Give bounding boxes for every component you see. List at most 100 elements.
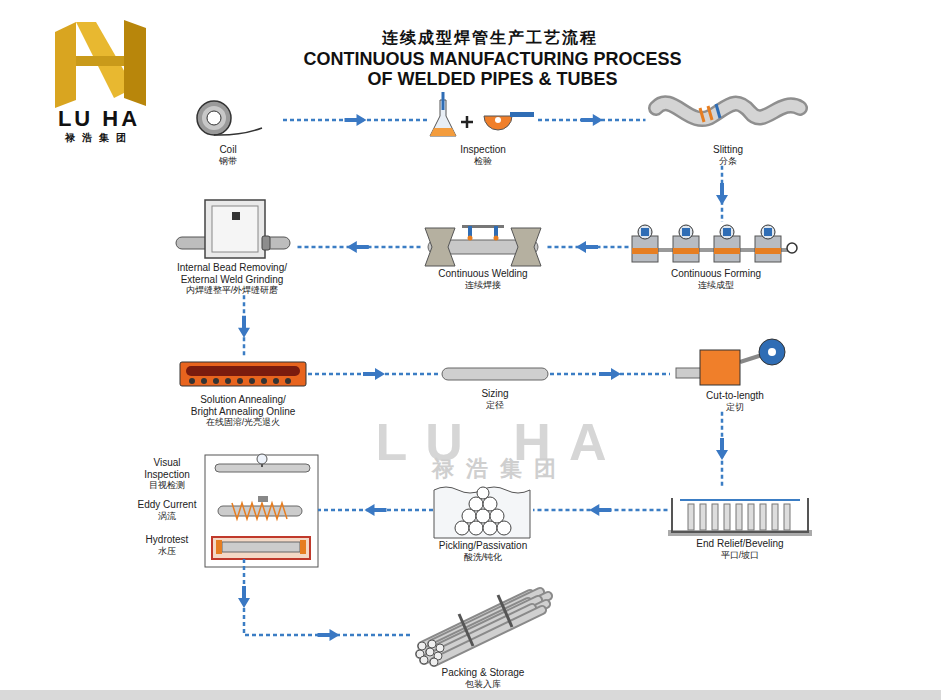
testing-panel	[222, 542, 300, 552]
annealing-furnace-icon	[225, 378, 231, 384]
logo-mark	[55, 22, 76, 108]
flow-connector	[546, 241, 629, 253]
testing-panel	[232, 503, 287, 519]
forming-icon	[714, 248, 740, 254]
coil-icon	[197, 101, 262, 135]
flow-connector	[283, 114, 428, 126]
slitting-icon	[656, 103, 800, 119]
forming-icon	[638, 225, 652, 239]
step-label: Hydrotest	[135, 534, 199, 546]
coil-icon	[202, 106, 226, 130]
bead-removing-icon	[205, 200, 265, 258]
end-relief-icon	[736, 504, 742, 530]
step-label: Internal Bead Removing/ External Weld Gr…	[172, 262, 292, 285]
inspection-icon	[495, 117, 501, 123]
cutting-icon	[740, 355, 762, 362]
logo-text: LU HA	[30, 108, 168, 130]
flow-connector	[538, 114, 646, 126]
process-step: End Relief/Beveling平口/坡口	[668, 486, 813, 560]
testing-panel	[258, 496, 268, 502]
flow-connector	[318, 504, 433, 516]
process-step: Packing & Storage包装入库	[413, 583, 553, 689]
flow-arrow	[238, 316, 250, 338]
tube-bundle-icon	[416, 592, 548, 666]
testing-panel	[205, 454, 318, 567]
step-label: Continuous Welding	[438, 268, 527, 280]
forming-icon	[632, 225, 797, 262]
forming-icon	[714, 236, 740, 262]
forming-icon	[632, 236, 658, 262]
inspection-icon	[484, 116, 512, 130]
step-label: Inspection	[460, 144, 506, 156]
dashed-line	[244, 559, 413, 635]
forming-icon	[755, 236, 781, 262]
welding-icon	[468, 236, 473, 241]
forming-icon	[761, 225, 775, 239]
step-label: Cut-to-length	[706, 390, 764, 402]
test-step: Eddy Current涡流	[135, 497, 318, 523]
tube-bundle-icon	[418, 642, 426, 650]
process-step: Coil钢带	[173, 96, 283, 166]
annealing-furnace-icon	[237, 378, 243, 384]
welding-icon	[425, 225, 541, 266]
step-label-zh: 在线固溶/光亮退火	[188, 417, 298, 427]
logo-mark	[55, 20, 146, 108]
forming-icon	[673, 236, 699, 262]
welding-icon	[494, 236, 499, 241]
end-relief-icon	[784, 504, 790, 530]
forming-icon	[682, 228, 690, 236]
annealing-furnace-icon	[180, 362, 306, 386]
diagram-title: CONTINUOUS MANUFACTURING PROCESS OF WELD…	[295, 49, 690, 89]
step-label: Coil	[219, 144, 236, 156]
annealing-furnace-icon	[186, 366, 300, 376]
tube-bundle-icon	[434, 610, 542, 662]
step-label-zh: 连续成型	[698, 280, 734, 290]
step-label: Visual Inspection	[135, 457, 199, 480]
flow-connector	[533, 504, 668, 516]
end-relief-icon	[748, 504, 754, 530]
step-label-zh: 定切	[726, 402, 744, 412]
slitting-icon	[700, 106, 712, 122]
forming-icon	[755, 248, 781, 254]
sizing-icon	[442, 368, 548, 380]
end-relief-icon	[760, 504, 766, 530]
process-step: Solution Annealing/ Bright Annealing Onl…	[178, 358, 308, 427]
row-label-column: Hydrotest水压	[135, 534, 199, 556]
end-relief-icon	[680, 499, 800, 501]
pickling-tank-icon	[477, 487, 489, 499]
flow-connector	[716, 412, 728, 486]
flow-connector	[295, 241, 421, 253]
logo-mark	[124, 20, 146, 106]
flow-arrow	[318, 629, 340, 641]
annealing-furnace-icon	[201, 378, 207, 384]
end-relief-icon	[688, 504, 694, 530]
step-label-zh: 包装入库	[465, 679, 501, 689]
step-label-zh: 酸洗/钝化	[464, 552, 503, 562]
step-label-zh: 涡流	[135, 511, 199, 521]
flow-arrow	[599, 368, 621, 380]
tube-bundle-icon	[424, 608, 532, 660]
cutting-icon	[700, 350, 740, 385]
end-relief-icon	[700, 504, 706, 530]
inspection-icon	[430, 92, 534, 136]
step-label: Solution Annealing/ Bright Annealing Onl…	[188, 394, 298, 417]
step-label-zh: 定径	[486, 400, 504, 410]
flow-arrow	[716, 183, 728, 205]
sizing-icon	[442, 368, 548, 380]
process-step: Sizing定径	[440, 362, 550, 410]
annealing-furnace-icon	[249, 378, 255, 384]
testing-panel	[215, 464, 310, 472]
step-label-zh: 钢带	[219, 156, 237, 166]
annealing-furnace-icon	[180, 362, 306, 386]
annealing-furnace-icon	[189, 378, 195, 384]
testing-panel	[205, 455, 318, 567]
process-step: Cut-to-length定切	[670, 340, 800, 412]
flow-arrow	[576, 241, 598, 253]
welding-icon	[494, 226, 498, 240]
inspection-icon	[430, 128, 456, 136]
tube-bundle-icon	[436, 644, 444, 652]
row-label-column: Eddy Current涡流	[135, 499, 199, 521]
end-relief-icon	[772, 504, 778, 530]
step-label: Packing & Storage	[442, 667, 525, 679]
